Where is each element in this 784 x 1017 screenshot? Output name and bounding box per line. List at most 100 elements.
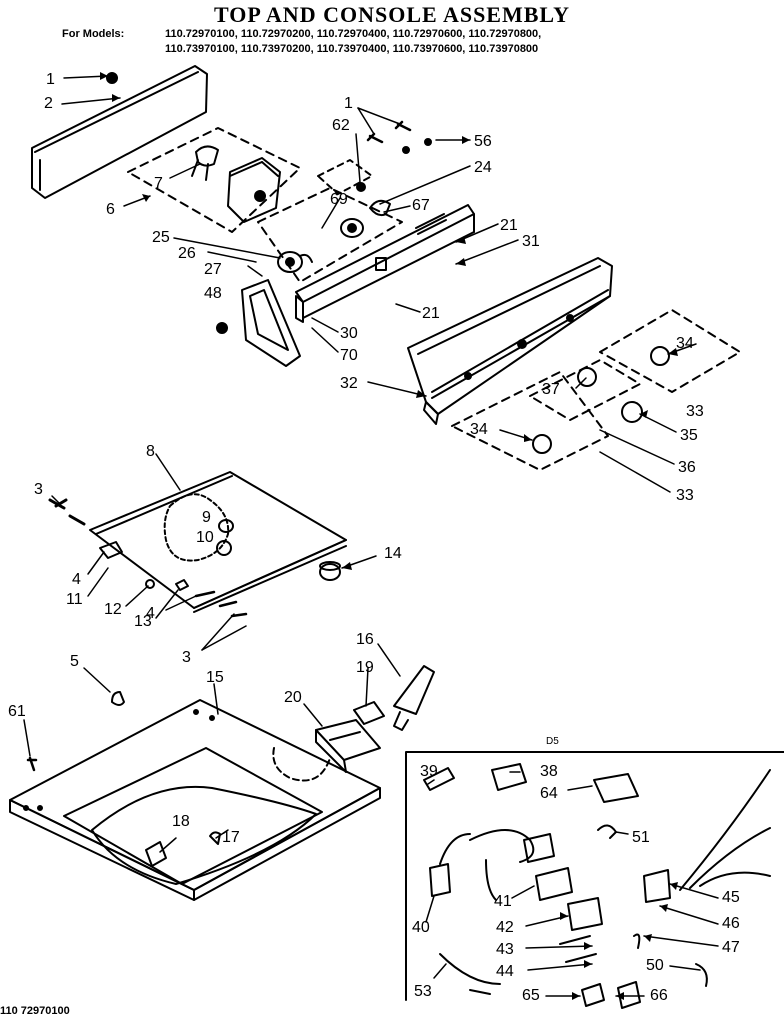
callout-42: 42	[496, 919, 514, 936]
callout-70: 70	[340, 347, 358, 364]
foot-part-14	[319, 561, 341, 581]
callout-69: 69	[330, 191, 348, 208]
small-parts-3-4	[48, 498, 248, 618]
group-box-33a	[599, 309, 741, 393]
screw-parts-1	[356, 120, 432, 192]
callout-67: 67	[412, 197, 430, 214]
switch-part-18	[145, 841, 167, 867]
callout-35: 35	[680, 427, 698, 444]
callout-12: 12	[104, 601, 122, 618]
callout-11: 11	[66, 591, 83, 608]
panel-cover-part	[31, 65, 208, 199]
callout-34a: 34	[676, 335, 694, 352]
callout-14: 14	[384, 545, 402, 562]
callout-39: 39	[420, 763, 438, 780]
switch-part-7	[191, 145, 219, 181]
callout-44: 44	[496, 963, 514, 980]
callout-3a: 3	[34, 481, 43, 498]
knob-part-35	[621, 401, 643, 423]
callout-33a: 33	[686, 403, 704, 420]
callout-38: 38	[540, 763, 558, 780]
for-models-label: For Models:	[62, 28, 125, 40]
callout-31: 31	[522, 233, 540, 250]
callout-41: 41	[494, 893, 512, 910]
callout-9: 9	[202, 509, 211, 526]
top-tub-part-15	[9, 699, 381, 901]
page-title: TOP AND CONSOLE ASSEMBLY	[214, 2, 570, 27]
callout-labels: 1 2 6 7 1 62 56 24 69 67 21 31 25 26 27 …	[8, 71, 740, 1004]
callout-51: 51	[632, 829, 650, 846]
callout-64: 64	[540, 785, 558, 802]
callout-18: 18	[172, 813, 190, 830]
callout-48: 48	[204, 285, 222, 302]
callout-50: 50	[646, 957, 664, 974]
callout-3b: 3	[182, 649, 191, 666]
callout-30: 30	[340, 325, 358, 342]
callout-17: 17	[222, 829, 240, 846]
callout-15: 15	[206, 669, 224, 686]
callout-32: 32	[340, 375, 358, 392]
harness-parts	[423, 763, 771, 1009]
knob-part-34b	[532, 434, 552, 454]
callout-40: 40	[412, 919, 430, 936]
switch-part-19	[353, 701, 385, 725]
callout-7: 7	[154, 175, 163, 192]
callout-8: 8	[146, 443, 155, 460]
callout-56: 56	[474, 133, 492, 150]
callout-1: 1	[46, 71, 55, 88]
callout-26: 26	[178, 245, 196, 262]
inset-frame	[405, 751, 784, 1001]
callout-33b: 33	[676, 487, 694, 504]
hinge-part-5	[111, 691, 125, 706]
callout-16: 16	[356, 631, 374, 648]
knob-part-37	[577, 367, 597, 387]
callout-53: 53	[414, 983, 432, 1000]
callout-27: 27	[204, 261, 222, 278]
callout-10: 10	[196, 529, 214, 546]
knob-part-34a	[650, 346, 670, 366]
models-line-1: 110.72970100, 110.72970200, 110.72970400…	[165, 28, 542, 40]
group-box-6	[127, 127, 301, 233]
callout-13: 13	[134, 613, 152, 630]
callout-65: 65	[522, 987, 540, 1004]
callout-21a: 21	[500, 217, 518, 234]
group-box-33b	[451, 371, 609, 471]
callout-45: 45	[722, 889, 740, 906]
models-line-2: 110.73970100, 110.73970200, 110.73970400…	[165, 43, 539, 55]
lid-switch-part-20	[315, 719, 381, 773]
leader-lines	[23, 75, 719, 997]
callout-5: 5	[70, 653, 79, 670]
callout-62: 62	[332, 117, 350, 134]
callout-4a: 4	[72, 571, 81, 588]
callout-25: 25	[152, 229, 170, 246]
inset-label: D5	[546, 736, 559, 747]
callout-43: 43	[496, 941, 514, 958]
switch-part-67	[340, 199, 391, 238]
page-code: 110 72970100	[0, 1005, 70, 1017]
callout-66: 66	[650, 987, 668, 1004]
callout-24: 24	[474, 159, 492, 176]
callout-1b: 1	[344, 95, 353, 112]
callout-34b: 34	[470, 421, 488, 438]
lever-part-16	[393, 665, 435, 731]
group-box-24b	[317, 159, 373, 195]
callout-47: 47	[722, 939, 740, 956]
callout-19: 19	[356, 659, 374, 676]
callout-37: 37	[542, 381, 560, 398]
group-box-36	[529, 359, 641, 421]
console-part-32	[407, 257, 613, 425]
callout-6: 6	[106, 201, 115, 218]
grommet-48	[216, 322, 228, 334]
timer-part	[227, 157, 281, 223]
support-part-27	[241, 279, 301, 367]
callout-4b: 4	[146, 605, 155, 622]
callout-61: 61	[8, 703, 26, 720]
callout-20: 20	[284, 689, 302, 706]
screw-part-61	[26, 756, 38, 772]
bracket-part-30	[295, 204, 475, 323]
pin-part-17	[209, 831, 221, 845]
callout-21b: 21	[422, 305, 440, 322]
arrowheads	[100, 72, 678, 1000]
top-plate-part-8	[89, 471, 347, 613]
